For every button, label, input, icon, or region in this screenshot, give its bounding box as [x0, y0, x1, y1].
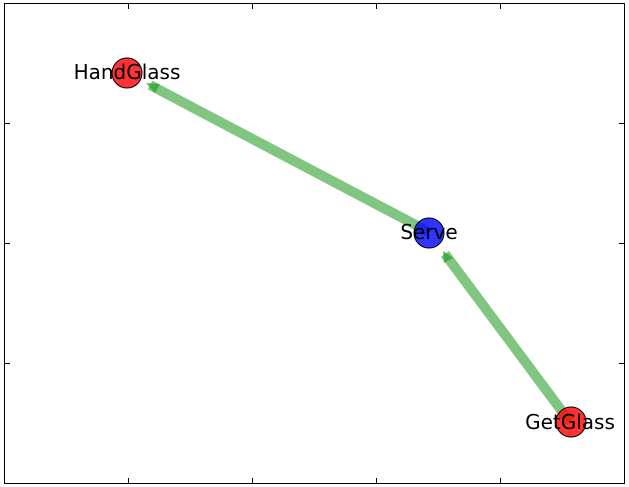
edge-serve-to-handglass	[146, 80, 432, 237]
arrowhead-icon	[443, 251, 453, 263]
plot-frame	[4, 3, 625, 484]
edge-line	[147, 80, 432, 237]
node-circle[interactable]	[555, 406, 587, 438]
tick-marks	[5, 4, 624, 483]
node-serve[interactable]: Serve	[400, 217, 458, 249]
node-label: GetGlass	[525, 410, 615, 434]
node-label: HandGlass	[74, 60, 181, 84]
edge-line	[440, 251, 575, 425]
node-handglass[interactable]: HandGlass	[74, 57, 181, 89]
edges	[146, 80, 575, 425]
node-getglass[interactable]: GetGlass	[525, 406, 615, 438]
node-label: Serve	[400, 220, 457, 244]
arrowhead-icon	[146, 83, 160, 93]
edge-getglass-to-serve	[440, 251, 575, 425]
node-circle[interactable]	[413, 217, 445, 249]
node-circle[interactable]	[111, 57, 143, 89]
